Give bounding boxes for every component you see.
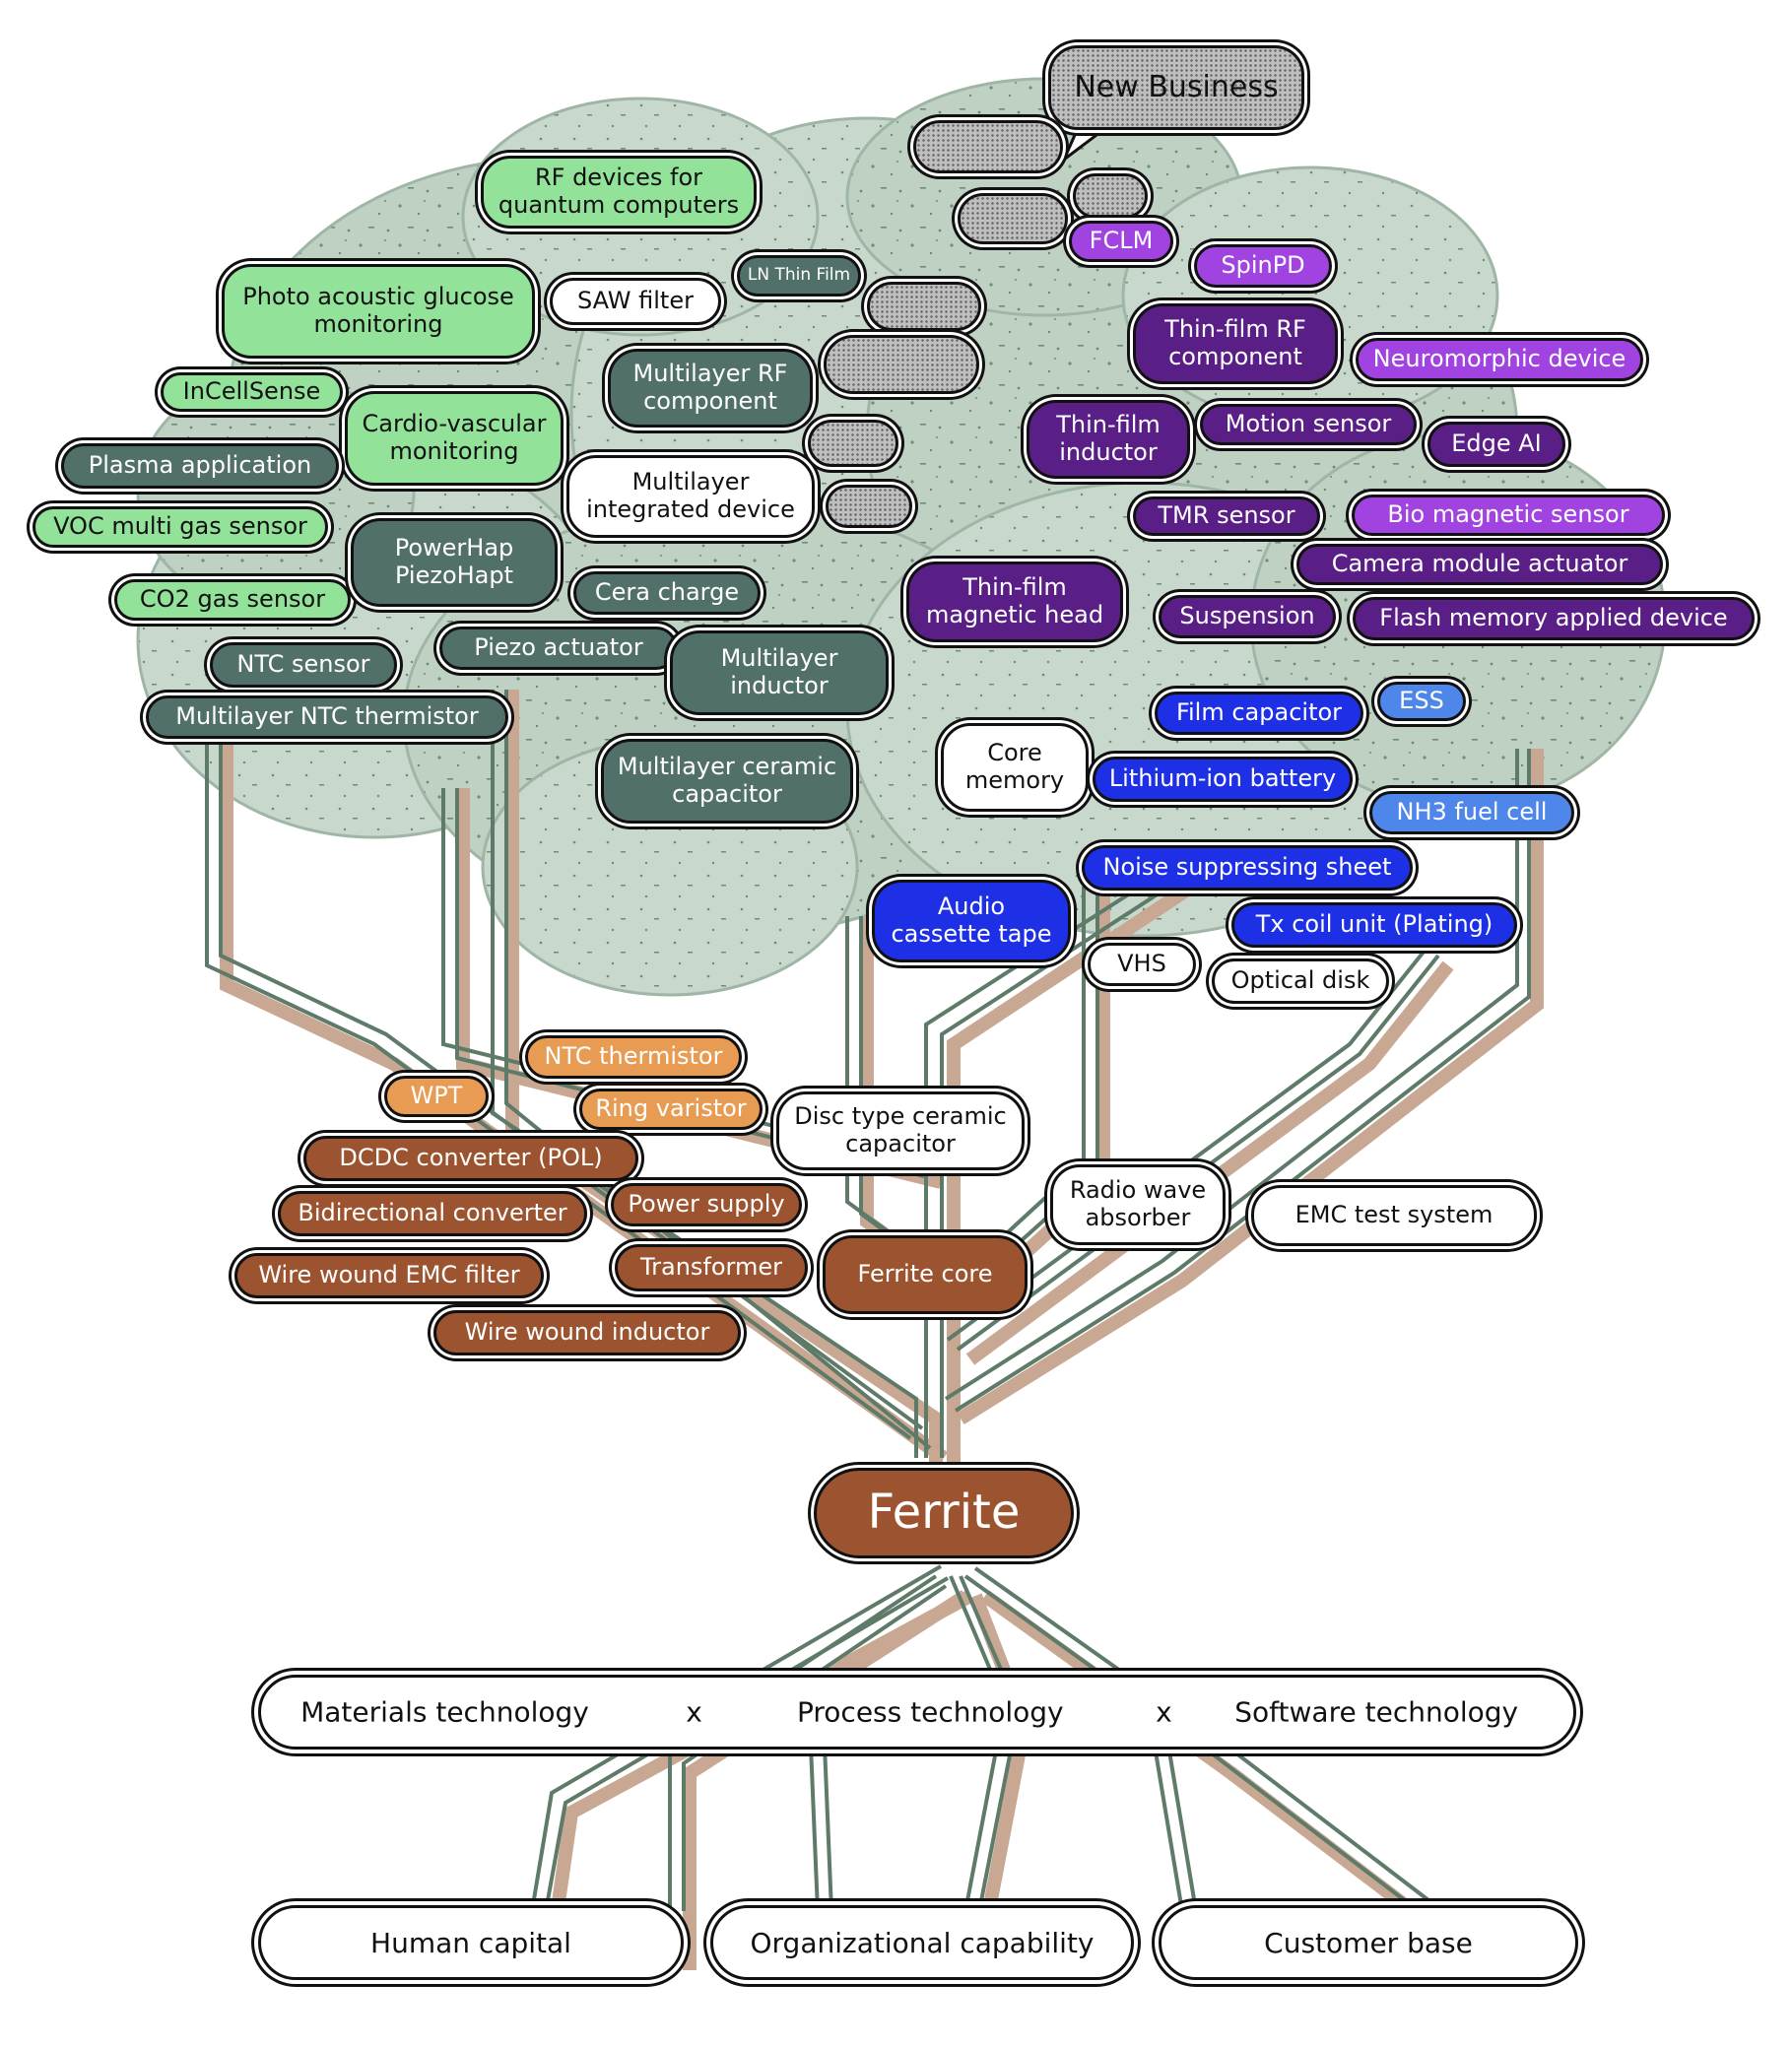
label-film-capacitor: Film capacitor [1155, 692, 1363, 735]
label-mlcc: Multilayer ceramic capacitor [601, 739, 853, 824]
placeholder-pill-7 [826, 485, 912, 528]
label-disc-capacitor: Disc type ceramic capacitor [776, 1091, 1025, 1170]
tech-times-1: x [686, 1695, 702, 1729]
label-nh3: NH3 fuel cell [1369, 791, 1574, 834]
label-tf-head: Thin-film magnetic head [906, 562, 1123, 642]
label-tf-inductor: Thin-film inductor [1027, 400, 1190, 479]
technology-bar: Materials technology x Process technolog… [258, 1675, 1576, 1750]
label-suspension: Suspension [1159, 595, 1336, 638]
tech-times-2: x [1156, 1695, 1172, 1729]
label-voc: VOC multi gas sensor [33, 506, 328, 548]
label-rf-quantum: RF devices for quantum computers [481, 156, 757, 229]
ferrite-root: Ferrite [814, 1468, 1074, 1558]
label-ntc-thermistor: NTC thermistor [525, 1035, 742, 1079]
label-tmr-sensor: TMR sensor [1133, 496, 1320, 536]
foundation-human-capital: Human capital [258, 1905, 684, 1980]
label-wire-emc: Wire wound EMC filter [234, 1253, 544, 1298]
label-optical-disk: Optical disk [1212, 958, 1389, 1004]
label-transformer: Transformer [615, 1244, 808, 1291]
label-ln-thin-film: LN Thin Film [737, 255, 861, 297]
tech-process: Process technology [797, 1695, 1064, 1729]
label-bidirectional: Bidirectional converter [278, 1191, 587, 1236]
label-wpt: WPT [384, 1076, 489, 1117]
label-noise-sheet: Noise suppressing sheet [1082, 845, 1413, 891]
label-ml-integrated: Multilayer integrated device [566, 455, 815, 538]
placeholder-pill-3 [958, 193, 1068, 244]
label-camera-actuator: Camera module actuator [1296, 544, 1663, 585]
label-powerhap: PowerHap PiezoHapt [351, 518, 558, 607]
label-co2: CO2 gas sensor [114, 579, 351, 621]
label-cera-charge: Cera charge [573, 571, 761, 615]
placeholder-pill-2 [1073, 173, 1148, 219]
placeholder-pill-6 [808, 420, 898, 467]
label-incellsense: InCellSense [161, 372, 343, 412]
label-radio-absorber: Radio wave absorber [1050, 1164, 1226, 1245]
placeholder-pill-5 [824, 335, 979, 394]
label-core-memory: Core memory [941, 723, 1089, 812]
label-ntc-sensor: NTC sensor [210, 642, 397, 688]
tech-software: Software technology [1234, 1695, 1519, 1729]
label-neuromorphic: Neuromorphic device [1356, 338, 1643, 381]
label-ml-rf: Multilayer RF component [608, 349, 813, 428]
foundation-organizational: Organizational capability [710, 1905, 1134, 1980]
label-ess: ESS [1377, 682, 1466, 721]
label-saw-filter: SAW filter [550, 278, 721, 325]
label-tf-rf: Thin-film RF component [1133, 303, 1338, 384]
label-photo-glucose: Photo acoustic glucose monitoring [222, 264, 535, 359]
label-tx-coil: Tx coil unit (Plating) [1231, 902, 1517, 948]
label-ml-inductor: Multilayer inductor [670, 630, 889, 715]
new-business-callout: New Business [1048, 45, 1304, 130]
label-fclm: FCLM [1069, 221, 1173, 262]
label-spinpd: SpinPD [1194, 244, 1332, 288]
foundation-customer-base: Customer base [1159, 1905, 1578, 1980]
label-audio-tape: Audio cassette tape [872, 880, 1071, 962]
label-wire-inductor: Wire wound inductor [433, 1310, 741, 1355]
label-ml-ntc: Multilayer NTC thermistor [146, 695, 508, 739]
label-dcdc: DCDC converter (POL) [303, 1136, 638, 1181]
placeholder-pill-4 [867, 282, 981, 331]
placeholder-pill-1 [913, 120, 1063, 173]
label-plasma: Plasma application [61, 443, 339, 489]
label-vhs: VHS [1088, 943, 1196, 986]
label-flash-memory: Flash memory applied device [1353, 597, 1755, 640]
label-power-supply: Power supply [611, 1183, 802, 1226]
label-ferrite-core: Ferrite core [823, 1235, 1028, 1314]
label-li-battery: Lithium-ion battery [1093, 757, 1353, 802]
label-emc-test: EMC test system [1251, 1185, 1537, 1246]
label-cardio: Cardio-vascular monitoring [345, 391, 564, 486]
label-piezo-actuator: Piezo actuator [439, 627, 678, 670]
tech-materials: Materials technology [300, 1695, 589, 1729]
label-edge-ai: Edge AI [1427, 422, 1565, 467]
label-motion-sensor: Motion sensor [1200, 404, 1417, 445]
label-bio-magnetic: Bio magnetic sensor [1352, 495, 1665, 536]
label-ring-varistor: Ring varistor [579, 1089, 763, 1130]
